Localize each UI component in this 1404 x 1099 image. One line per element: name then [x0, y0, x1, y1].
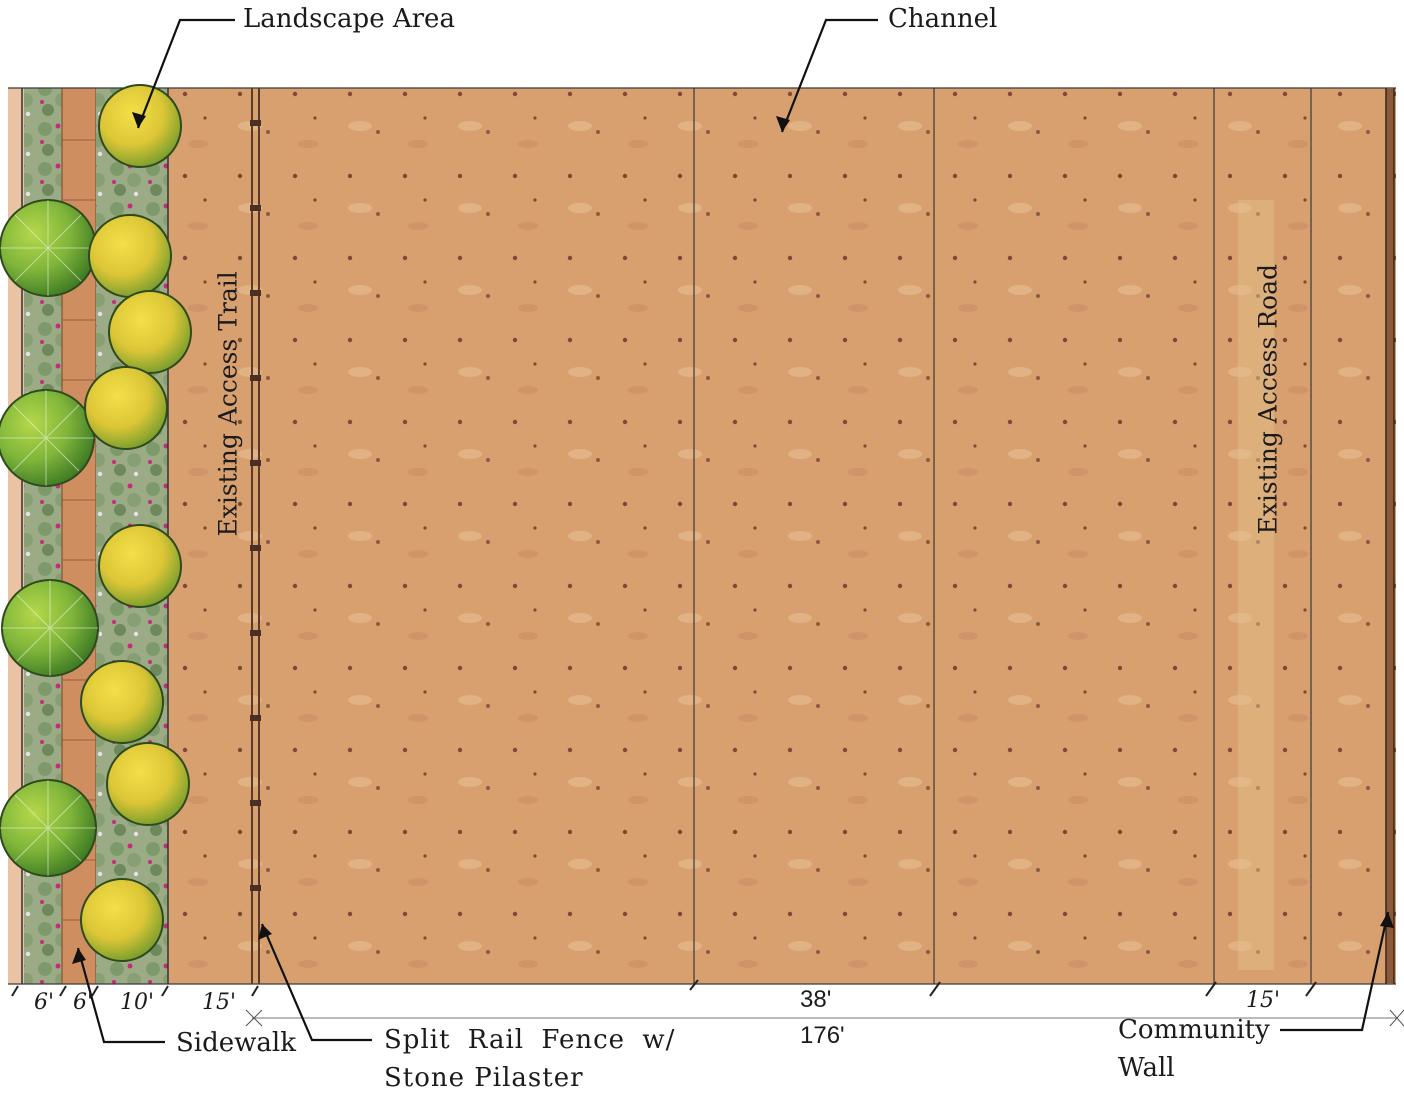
label-split-rail-fence-line1: Split Rail Fence w/	[384, 1025, 676, 1055]
label-sidewalk: Sidewalk	[176, 1028, 296, 1058]
dim-sidewalk: 6'	[73, 990, 94, 1015]
split-rail-fence	[250, 88, 261, 984]
label-community-wall: Community Wall	[1118, 1011, 1270, 1087]
tree-yellow-8	[80, 878, 164, 962]
label-community-wall-line1: Community	[1118, 1015, 1270, 1045]
dim-channel: 38'	[800, 986, 832, 1013]
label-existing-access-road: Existing Access Road	[1253, 263, 1283, 535]
tree-yellow-1	[98, 84, 182, 168]
dimension-ticks	[11, 979, 1317, 997]
label-split-rail-fence-line2: Stone Pilaster	[384, 1063, 584, 1093]
channel-ground	[160, 88, 1396, 984]
curb-strip	[8, 88, 24, 984]
ornamental-trees	[80, 84, 192, 962]
section-lines	[8, 87, 1396, 985]
access-road-strip	[1238, 200, 1274, 970]
tree-yellow-3	[108, 290, 192, 374]
label-existing-access-trail: Existing Access Trail	[213, 271, 243, 537]
dim-overall: 176'	[800, 1022, 845, 1049]
dim-sidewalk-strip-left: 6'	[34, 990, 55, 1015]
tree-yellow-6	[80, 660, 164, 744]
leader-arrowheads	[72, 112, 1394, 964]
label-split-rail-fence: Split Rail Fence w/ Stone Pilaster	[384, 1021, 675, 1097]
dim-landscape-strip: 10'	[120, 990, 155, 1015]
label-community-wall-line2: Wall	[1118, 1053, 1175, 1083]
tree-yellow-7	[106, 742, 190, 826]
tree-yellow-4	[84, 366, 168, 450]
label-channel: Channel	[888, 4, 998, 34]
dim-trail: 15'	[202, 990, 237, 1015]
community-wall	[1385, 88, 1395, 984]
leader-lines	[76, 18, 1390, 1044]
tree-yellow-2	[88, 214, 172, 298]
dim-road: 15'	[1246, 988, 1281, 1013]
tree-yellow-5	[98, 524, 182, 608]
label-landscape-area: Landscape Area	[243, 4, 455, 34]
